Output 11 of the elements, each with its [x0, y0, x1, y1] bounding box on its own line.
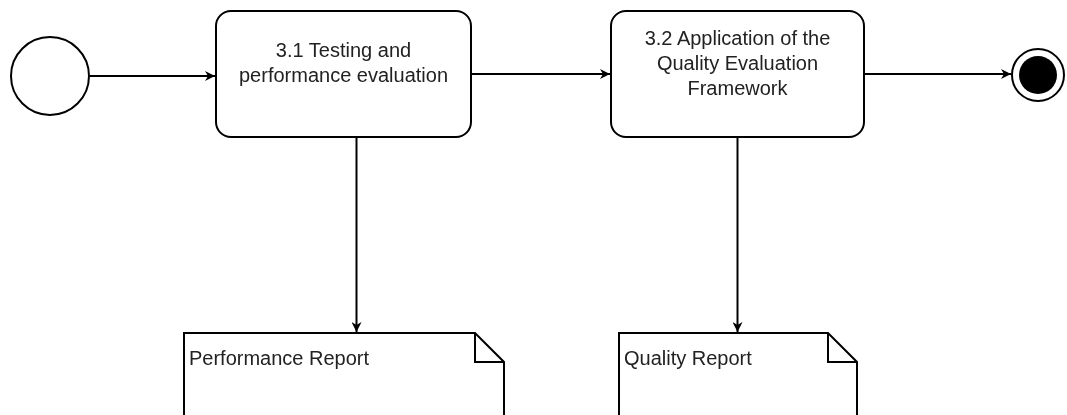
arrow [351, 137, 362, 333]
arrow [864, 69, 1012, 79]
document-label: Performance Report [189, 347, 370, 370]
arrow [732, 137, 743, 333]
arrow [471, 69, 611, 79]
process-box [610, 10, 865, 138]
arrow [89, 71, 216, 81]
process-box [215, 10, 472, 138]
process-label: 3.2 Application of the Quality Evaluation Framework [643, 25, 832, 101]
process-label: 3.1 Testing and performance evaluation [238, 38, 449, 88]
document-label: Quality Report [624, 347, 752, 370]
